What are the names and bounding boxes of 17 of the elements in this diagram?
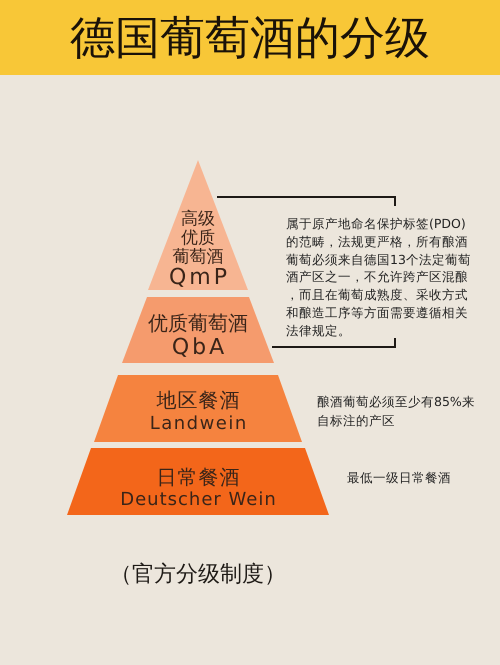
description-text: 酿酒葡萄必须至少有85%来自标注的产区 <box>317 393 476 430</box>
tier-label: 优质葡萄酒 <box>148 310 248 336</box>
caption: （官方分级制度） <box>110 562 286 587</box>
tier-sublabel: QmP <box>168 267 230 289</box>
title: 德国葡萄酒的分级 <box>70 10 430 64</box>
tier-sublabel: QbA <box>170 336 228 360</box>
pyramid-tier <box>94 375 302 442</box>
tier-sublabel: Deutscher Wein <box>119 489 277 511</box>
pyramid-tier <box>148 160 248 290</box>
pyramid-tier <box>122 297 274 363</box>
pyramid-tier <box>67 448 329 515</box>
tier-sublabel: Landwein <box>148 412 248 436</box>
description-text: 最低一级日常餐酒 <box>347 469 451 487</box>
tier-label: 高级优质葡萄酒 <box>172 210 224 267</box>
tier-label: 日常餐酒 <box>156 465 240 489</box>
description-text: 属于原产地命名保护标签(PDO)的范畴，法规更严格，所有酿酒葡萄必须来自德国13个法定葡萄酒产区之一，不允许跨产区混酿，而且在葡萄成熟度、采收方式和酿造工序等方面需要遵循相关法律规定。 <box>286 215 472 340</box>
tier-label: 地区餐酒 <box>156 388 240 412</box>
